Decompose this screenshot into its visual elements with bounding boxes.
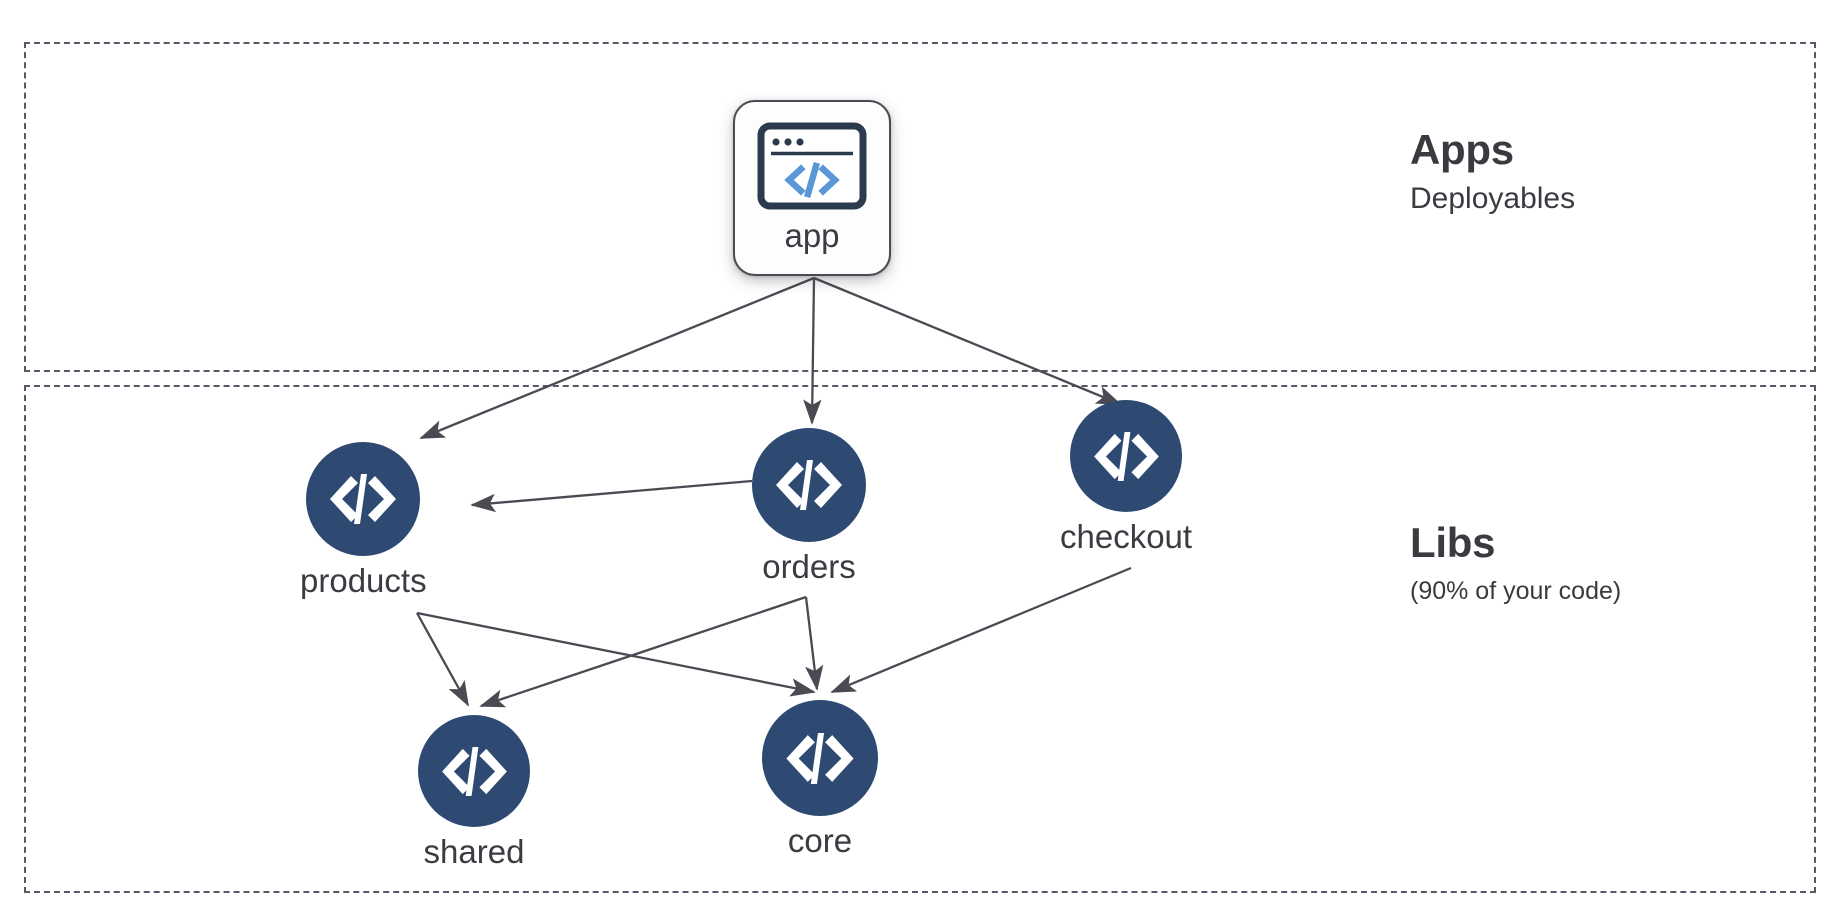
node-products-label: products <box>300 562 427 599</box>
node-shared-label: shared <box>423 833 525 870</box>
zone-libs <box>24 385 1816 893</box>
node-shared[interactable]: shared <box>418 715 530 868</box>
node-orders-label: orders <box>762 548 856 585</box>
zone-apps-subtitle: Deployables <box>1410 182 1576 216</box>
zone-libs-subtitle: (90% of your code) <box>1410 577 1622 606</box>
node-checkout-circle[interactable] <box>1070 400 1183 512</box>
code-brackets-icon <box>785 731 855 786</box>
node-products-circle[interactable] <box>306 442 421 556</box>
node-shared-circle[interactable] <box>418 715 530 827</box>
zone-apps-caption: Apps Deployables <box>1410 126 1575 216</box>
zone-apps-title: Apps <box>1410 126 1514 173</box>
node-core-circle[interactable] <box>762 700 878 816</box>
node-orders-circle[interactable] <box>752 428 866 542</box>
code-brackets-icon <box>1093 430 1160 483</box>
node-app-label: app <box>784 217 840 254</box>
node-app[interactable]: app <box>733 100 891 276</box>
code-brackets-icon <box>775 458 843 512</box>
node-checkout[interactable]: checkout <box>1060 400 1192 553</box>
zone-libs-title: Libs <box>1410 519 1496 566</box>
node-checkout-label: checkout <box>1060 518 1193 555</box>
zone-libs-caption: Libs (90% of your code) <box>1410 519 1621 605</box>
code-brackets-icon <box>329 472 397 526</box>
node-core-label: core <box>787 822 853 859</box>
browser-code-icon <box>757 122 867 210</box>
node-core[interactable]: core <box>762 700 878 857</box>
node-products[interactable]: products <box>300 442 427 597</box>
code-brackets-icon <box>441 745 508 798</box>
node-orders[interactable]: orders <box>752 428 866 583</box>
